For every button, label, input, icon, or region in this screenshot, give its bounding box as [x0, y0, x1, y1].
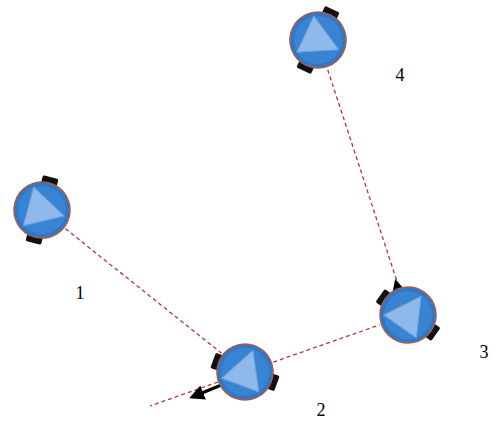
- robot-number: 1: [76, 284, 85, 302]
- robot-number: 2: [317, 401, 326, 419]
- dashed-link: [65, 229, 221, 354]
- robot-number: 3: [480, 343, 489, 361]
- robot-number: 4: [396, 66, 405, 84]
- robot: 2: [213, 340, 277, 404]
- robot-body: [286, 8, 350, 72]
- robot: 1: [10, 178, 74, 242]
- robot: 3: [376, 283, 440, 347]
- robot-body: [10, 178, 74, 242]
- robot-body: [213, 340, 277, 404]
- dashed-link: [273, 325, 379, 362]
- dashed-link: [327, 69, 398, 287]
- dashed-extension: [150, 382, 218, 406]
- robot-body: [376, 283, 440, 347]
- robot: 4: [286, 8, 350, 72]
